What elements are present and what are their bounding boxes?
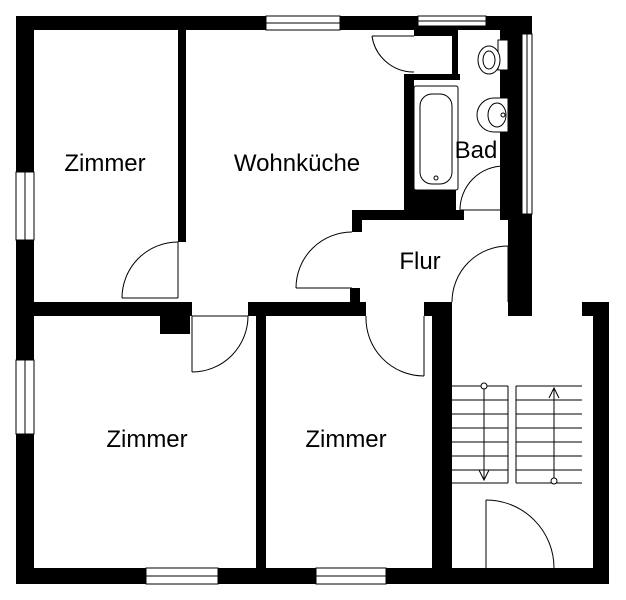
window-bottom-middle	[315, 567, 387, 585]
label-wohnkueche: Wohnküche	[234, 150, 360, 177]
window-top-wohnkueche	[265, 15, 341, 31]
interior-walls	[30, 30, 508, 570]
window-top-bad	[417, 15, 487, 27]
label-zimmer-bottom-middle: Zimmer	[305, 426, 386, 453]
door-entrance	[451, 245, 509, 303]
label-bad: Bad	[455, 137, 498, 164]
outer-walls	[16, 16, 609, 584]
toilet-icon	[477, 39, 509, 75]
door-zimmer-bottom-middle	[365, 315, 425, 377]
door-zimmer-top-left	[121, 241, 179, 299]
room-labels: Zimmer Wohnküche Bad Flur Zimmer Zimmer	[64, 137, 497, 453]
door-wohnkueche	[295, 231, 353, 289]
window-bottom-left	[145, 567, 219, 585]
label-flur: Flur	[399, 248, 440, 275]
label-zimmer-bottom-left: Zimmer	[106, 426, 187, 453]
door-closet	[371, 35, 415, 73]
staircase	[452, 382, 582, 485]
door-stair-exit	[485, 499, 555, 569]
label-zimmer-top-left: Zimmer	[64, 150, 145, 177]
door-zimmer-bottom-left	[191, 315, 249, 373]
window-left-bottom	[15, 359, 35, 435]
door-bad	[459, 165, 505, 211]
bathtub	[413, 85, 459, 191]
window-left-top	[15, 171, 35, 241]
sink-icon	[476, 97, 509, 133]
windows	[15, 15, 533, 585]
window-right-bad	[521, 33, 533, 215]
doors	[121, 35, 555, 569]
